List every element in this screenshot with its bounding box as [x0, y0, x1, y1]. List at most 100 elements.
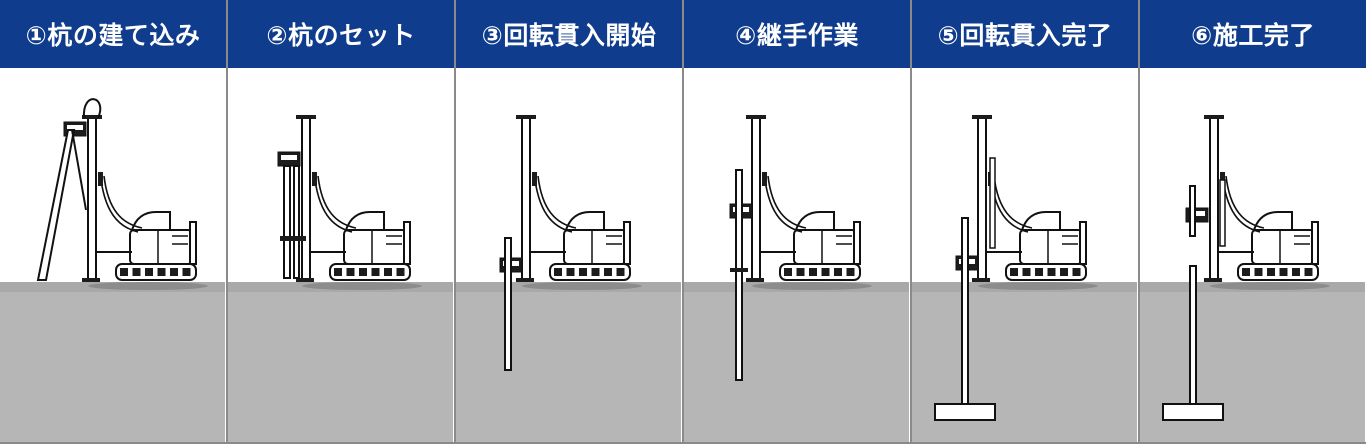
mast-bracket	[312, 172, 317, 186]
track-link	[821, 268, 830, 276]
step-illustration-5	[912, 70, 1137, 442]
crane-cable	[82, 98, 102, 119]
steel-pile	[961, 217, 969, 405]
step-title-3: ③回転貫入開始	[481, 21, 657, 50]
ground	[228, 282, 453, 442]
hydraulic-hose	[317, 175, 357, 229]
track-link	[132, 268, 141, 276]
upper-pile-segment	[1189, 185, 1196, 237]
drive-head-detail	[281, 155, 297, 160]
track-link	[1072, 268, 1081, 276]
step-header-1: ①杭の建て込み	[0, 0, 226, 70]
mast-bracket	[98, 172, 103, 186]
step-scene-6	[1140, 70, 1366, 442]
machine-body	[129, 229, 193, 265]
track-link	[359, 268, 367, 276]
joint-clamp	[730, 268, 748, 272]
steel-pile	[283, 165, 291, 279]
mast	[1209, 116, 1219, 281]
mast-foot	[82, 278, 100, 282]
drive-head-detail	[1189, 211, 1205, 216]
counterweight	[1079, 221, 1087, 265]
auxiliary-rod	[1219, 179, 1226, 247]
counterweight	[623, 221, 631, 265]
counterweight	[1311, 221, 1319, 265]
machine-shadow	[978, 282, 1098, 290]
mast-foot	[972, 278, 990, 282]
machine-shadow	[302, 282, 422, 290]
mast-top	[746, 115, 766, 119]
mast-foot	[516, 278, 534, 282]
track-link	[846, 268, 855, 276]
step-header-2: ②杭のセット	[228, 0, 454, 70]
step-scene-4	[684, 70, 910, 442]
pile-wing-plate	[1162, 403, 1224, 421]
track-link	[591, 268, 600, 276]
pile-driver-machine	[1204, 115, 1330, 290]
machine-body	[563, 229, 627, 265]
machine-shadow	[1210, 282, 1330, 290]
counterweight	[403, 221, 411, 265]
track-link	[1292, 268, 1300, 276]
pile-driver-machine	[746, 115, 872, 290]
step-scene-1	[0, 70, 226, 442]
step-scene-2	[228, 70, 454, 442]
track-link	[371, 268, 380, 276]
track-link	[346, 268, 355, 276]
hydraulic-hose	[537, 175, 577, 229]
counterweight	[189, 221, 197, 265]
steel-pile	[504, 237, 512, 371]
pile-wing-plate	[934, 403, 996, 421]
mast	[301, 116, 311, 281]
step-header-3: ③回転貫入開始	[456, 0, 682, 70]
track-link	[566, 268, 575, 276]
sky	[228, 70, 453, 282]
step-scene-3	[456, 70, 682, 442]
step-title-6: ⑥施工完了	[1191, 21, 1315, 50]
hydraulic-hose	[767, 175, 807, 229]
mast-foot	[746, 278, 764, 282]
guide-rod	[293, 165, 300, 279]
step-panel-5: ⑤回転貫入完了	[912, 0, 1138, 442]
track-link	[554, 268, 562, 276]
track-link	[579, 268, 587, 276]
track-link	[1242, 268, 1250, 276]
step-panel-3: ③回転貫入開始	[456, 0, 682, 442]
track-link	[396, 268, 405, 276]
mast-top	[82, 115, 102, 119]
auxiliary-rod	[989, 157, 996, 249]
step-title-5: ⑤回転貫入完了	[937, 21, 1113, 50]
pile-clamp	[280, 236, 306, 241]
machine-body	[343, 229, 407, 265]
step-header-5: ⑤回転貫入完了	[912, 0, 1138, 70]
track-link	[1060, 268, 1068, 276]
step-panel-4: ④継手作業	[684, 0, 910, 442]
steel-pile	[735, 169, 743, 381]
ground	[456, 282, 681, 442]
step-illustration-6	[1140, 70, 1365, 442]
hydraulic-hose	[1225, 175, 1265, 229]
track-link	[616, 268, 625, 276]
mast-top	[1204, 115, 1224, 119]
track-link	[170, 268, 178, 276]
track-link	[1047, 268, 1056, 276]
step-title-2: ②杭のセット	[266, 21, 416, 50]
track-link	[784, 268, 792, 276]
step-illustration-1	[0, 70, 225, 442]
step-header-4: ④継手作業	[684, 0, 910, 70]
track-link	[1304, 268, 1313, 276]
hydraulic-hose	[103, 175, 143, 229]
mast-top	[972, 115, 992, 119]
step-header-6: ⑥施工完了	[1140, 0, 1366, 70]
step-scene-5	[912, 70, 1138, 442]
counterweight	[853, 221, 861, 265]
machine-shadow	[88, 282, 208, 290]
track-link	[1022, 268, 1031, 276]
track-link	[1254, 268, 1263, 276]
pile-driver-machine	[516, 115, 642, 290]
step-panel-1: ①杭の建て込み	[0, 0, 226, 442]
step-panel-2: ②杭のセット	[228, 0, 454, 442]
track-link	[384, 268, 392, 276]
track-link	[1010, 268, 1018, 276]
